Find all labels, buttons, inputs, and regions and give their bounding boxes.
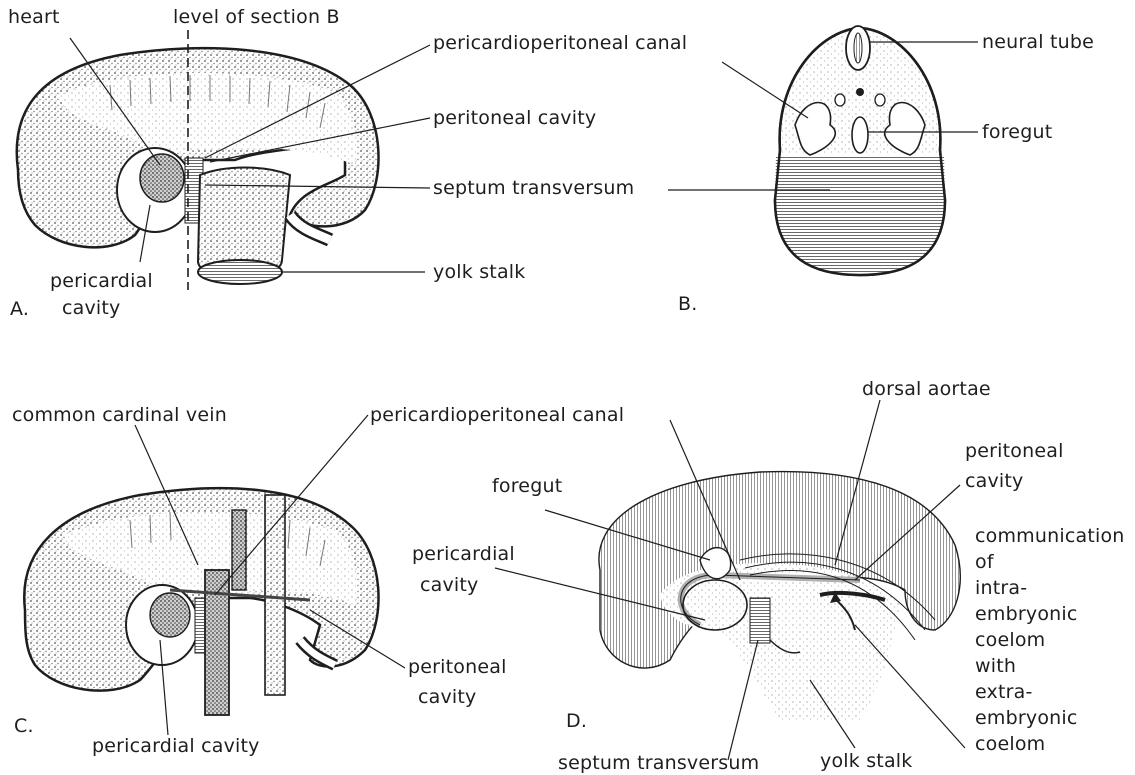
- label-communication-line: embryonic: [975, 601, 1125, 627]
- label-pericardial-a: pericardial: [50, 270, 153, 292]
- label-foregut-b: foregut: [982, 121, 1052, 143]
- label-foregut-d: foregut: [492, 475, 562, 497]
- label-pericardial-d: pericardial: [412, 543, 515, 565]
- panel-b-drawing: [668, 26, 978, 275]
- label-communication-line: embryonic: [975, 705, 1125, 731]
- label-septum-transversum-d: septum transversum: [558, 752, 759, 774]
- label-cavity-a: cavity: [62, 297, 121, 319]
- panel-letter-c: C.: [14, 715, 34, 737]
- label-cavity-c: cavity: [418, 686, 477, 708]
- label-communication-line: of: [975, 549, 1125, 575]
- panel-c-drawing: [24, 415, 405, 735]
- panel-letter-a: A.: [10, 298, 29, 320]
- panel-d-drawing: [495, 400, 965, 760]
- label-communication-line: coelom: [975, 627, 1125, 653]
- label-communication-line: with: [975, 653, 1125, 679]
- label-neural-tube: neural tube: [982, 31, 1094, 53]
- label-pericardioperitoneal-canal-c: pericardioperitoneal canal: [370, 404, 624, 426]
- label-cavity-d2: cavity: [965, 470, 1024, 492]
- label-pericardial-cavity-c: pericardial cavity: [92, 735, 260, 757]
- label-peritoneal-d: peritoneal: [965, 440, 1064, 462]
- panel-a-drawing: [17, 30, 430, 290]
- label-communication-stack: communication of intra- embryonic coelom…: [975, 523, 1125, 757]
- panel-letter-b: B.: [678, 293, 697, 315]
- label-pericardioperitoneal-canal-a: pericardioperitoneal canal: [433, 32, 687, 54]
- label-level-of-section: level of section B: [173, 6, 340, 28]
- label-peritoneal-c: peritoneal: [408, 656, 507, 678]
- label-peritoneal-cavity-a: peritoneal cavity: [433, 107, 596, 129]
- label-communication-line: extra-: [975, 679, 1125, 705]
- panel-letter-d: D.: [566, 710, 587, 732]
- label-heart: heart: [8, 6, 60, 28]
- label-cavity-d: cavity: [420, 574, 479, 596]
- label-common-cardinal-vein: common cardinal vein: [12, 404, 227, 426]
- label-yolk-stalk-d: yolk stalk: [820, 750, 912, 772]
- label-yolk-stalk-a: yolk stalk: [433, 261, 525, 283]
- label-communication-line: intra-: [975, 575, 1125, 601]
- label-septum-transversum-a: septum transversum: [433, 177, 634, 199]
- label-dorsal-aortae: dorsal aortae: [862, 378, 991, 400]
- label-communication-line: communication: [975, 523, 1125, 549]
- label-communication-line: coelom: [975, 731, 1125, 757]
